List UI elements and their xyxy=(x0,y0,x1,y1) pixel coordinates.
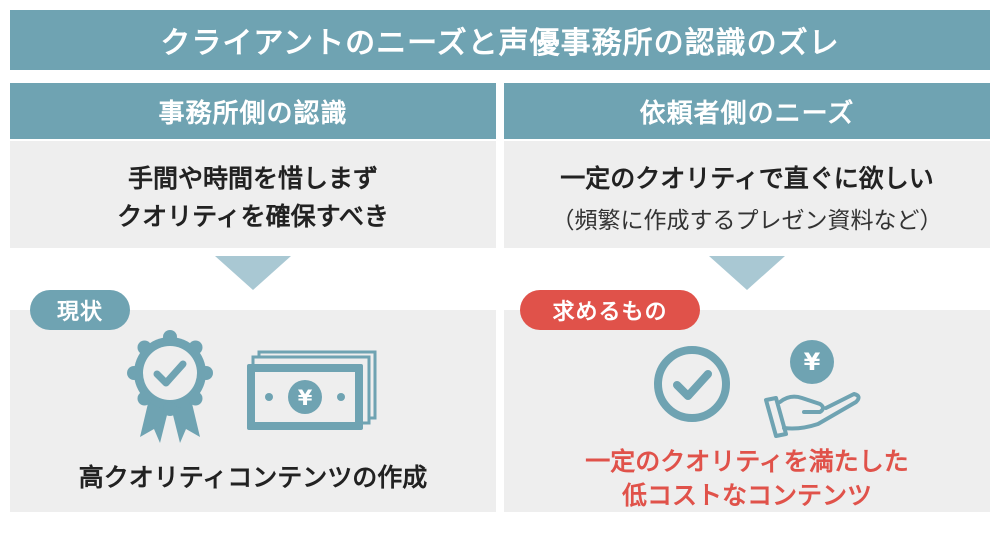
client-needs-box: 一定のクオリティで直ぐに欲しい （頻繁に作成するプレゼン資料など） xyxy=(504,141,990,248)
hand-holding-yen-icon: ¥ xyxy=(764,340,861,438)
coin-yen-symbol: ¥ xyxy=(804,348,821,376)
diagram-title: クライアントのニーズと声優事務所の認識のズレ xyxy=(10,10,990,70)
desired-badge: 求めるもの xyxy=(520,290,700,330)
down-arrow-right xyxy=(709,256,785,290)
agency-perception-line-1: 手間や時間を惜しまず xyxy=(127,164,378,193)
yen-banknotes-icon: ¥ xyxy=(247,350,377,430)
current-state-badge: 現状 xyxy=(30,290,130,330)
client-needs-example: （頻繁に作成するプレゼン資料など） xyxy=(551,208,943,234)
desired-result-line-2: 低コストなコンテンツ xyxy=(621,481,872,510)
client-needs-line: 一定のクオリティで直ぐに欲しい xyxy=(560,164,934,193)
current-state-result: 高クオリティコンテンツの作成 xyxy=(78,463,428,492)
agency-perception-line-2: クオリティを確保すべき xyxy=(117,202,389,231)
agency-perception-box: 手間や時間を惜しまず クオリティを確保すべき xyxy=(10,141,496,248)
check-circle-icon xyxy=(654,346,730,422)
desired-result-line-1: 一定のクオリティを満たした xyxy=(585,447,909,476)
current-state-box: 高クオリティコンテンツの作成 xyxy=(10,310,496,512)
down-arrow-left xyxy=(215,256,291,290)
desired-state-box: 一定のクオリティを満たした 低コストなコンテンツ xyxy=(504,310,990,512)
banknote-yen-symbol: ¥ xyxy=(298,386,313,410)
award-ribbon-check-icon xyxy=(127,330,213,443)
client-header: 依頼者側のニーズ xyxy=(504,83,990,139)
agency-header: 事務所側の認識 xyxy=(10,83,496,139)
